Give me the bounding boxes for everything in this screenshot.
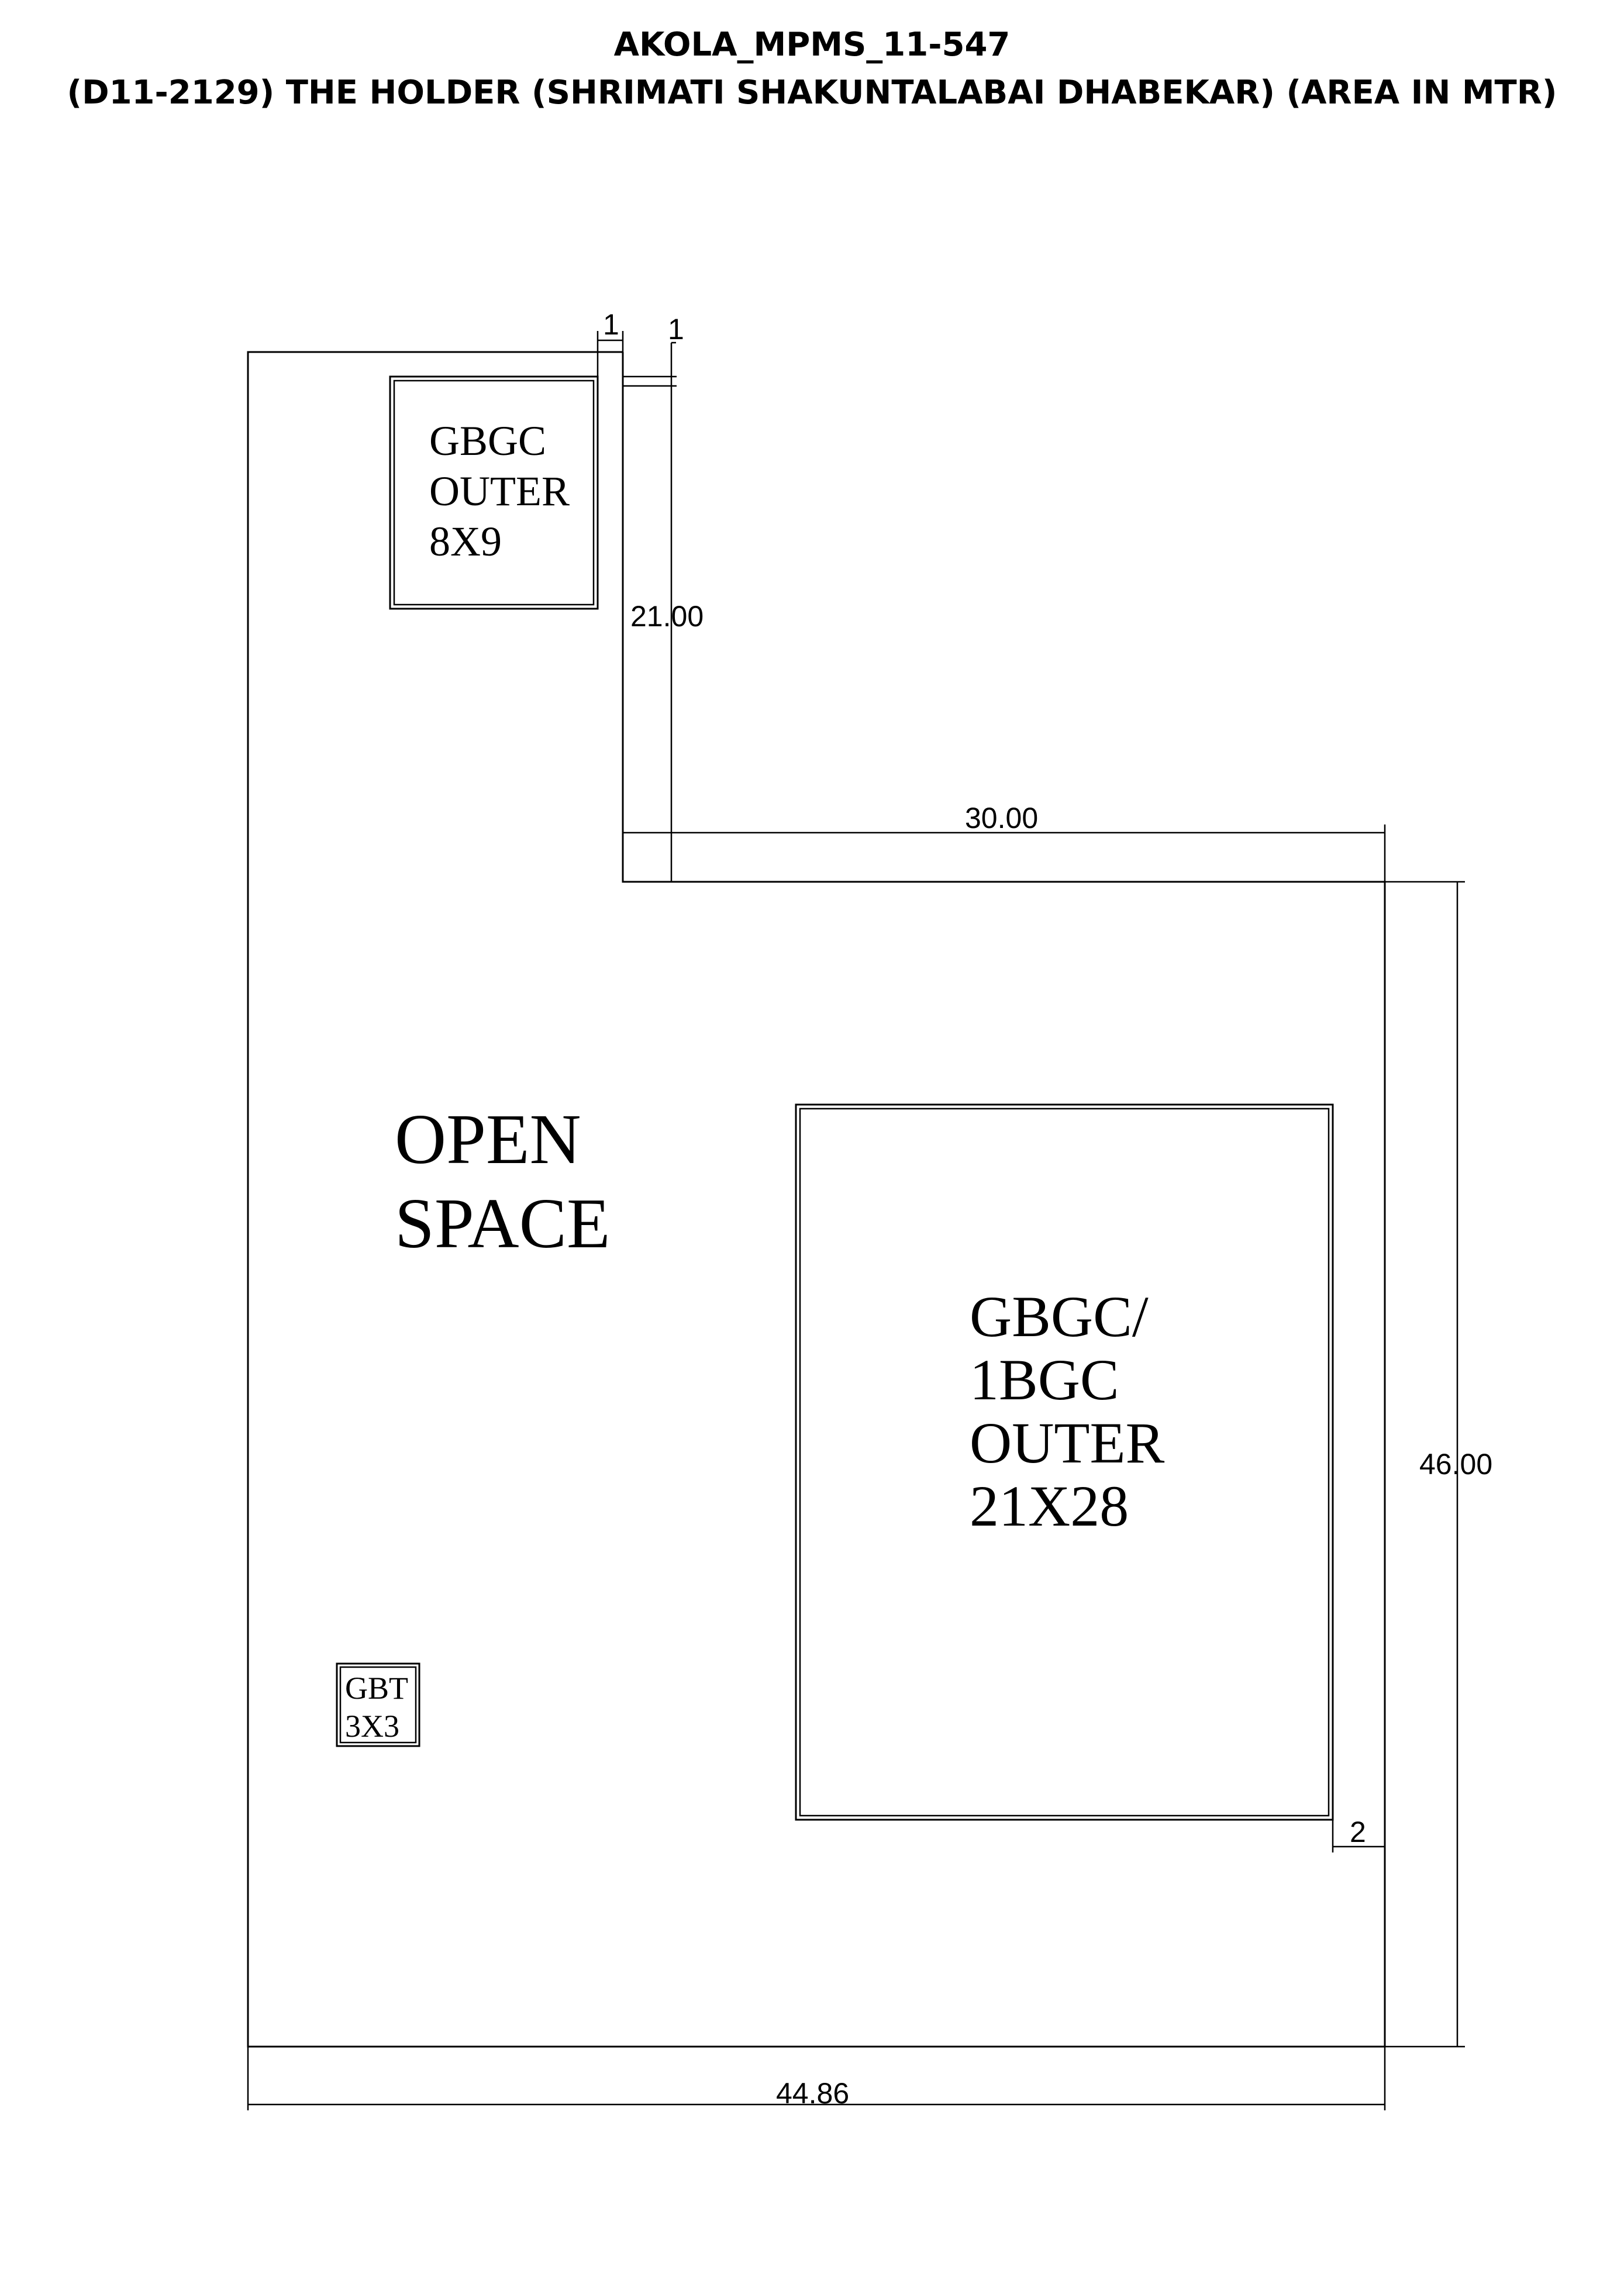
notch-width-dimension: 30.00 [623, 802, 1386, 882]
large-gbgc-room: GBGC/ 1BGC OUTER 21X28 [795, 1103, 1334, 1821]
title-line-2: (D11-2129) THE HOLDER (SHRIMATI SHAKUNTA… [67, 74, 1557, 112]
setback-right-label: 1 [668, 313, 684, 346]
title-line-1: AKOLA_MPMS_11-547 [613, 26, 1011, 64]
open-space-label-1: OPEN [395, 1100, 581, 1179]
label-clip-mask [1495, 1444, 1530, 1485]
small-gbgc-room: GBGC OUTER 8X9 [389, 375, 599, 610]
bottom-width-label: 44.86 [776, 2077, 849, 2110]
gbt-box: GBT 3X3 [336, 1662, 420, 1747]
right-side-dimension: 46.00 [1385, 881, 1492, 2048]
room-offset-dimension: 2 [1332, 1816, 1385, 1852]
right-side-label: 46.00 [1419, 1448, 1492, 1481]
small-room-label-2: OUTER [429, 468, 570, 515]
room-offset-label: 2 [1350, 1816, 1366, 1848]
gbt-label-1: GBT [345, 1671, 408, 1706]
large-room-label-4: 21X28 [970, 1474, 1129, 1538]
setback-left-label: 1 [603, 308, 619, 341]
small-room-label-1: GBGC [429, 418, 546, 464]
notch-depth-label: 21.00 [630, 600, 704, 633]
notch-width-label: 30.00 [965, 802, 1038, 834]
gbt-label-2: 3X3 [345, 1709, 399, 1744]
bottom-width-dimension: 44.86 [247, 2047, 1386, 2110]
setback-dimensions: 1 1 [596, 308, 684, 387]
notch-depth-dimension: 21.00 [630, 352, 704, 882]
open-space-label-2: SPACE [395, 1184, 611, 1263]
large-room-label-1: GBGC/ [970, 1284, 1149, 1349]
large-room-label-2: 1BGC [970, 1347, 1119, 1412]
large-room-label-3: OUTER [970, 1410, 1165, 1475]
small-room-label-3: 8X9 [429, 518, 502, 565]
